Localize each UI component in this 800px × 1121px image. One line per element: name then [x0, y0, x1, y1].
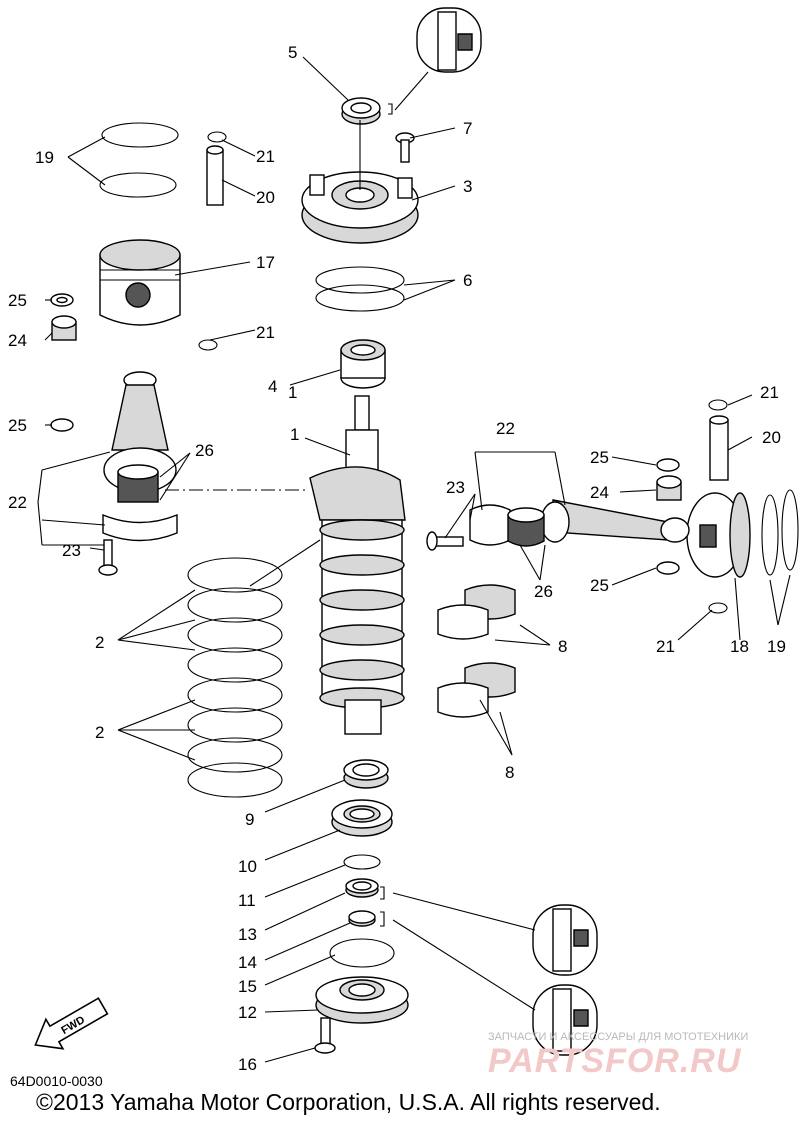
circlip-11: [343, 854, 381, 870]
callout-label: 21: [256, 323, 275, 342]
callout-label: 12: [238, 1003, 257, 1022]
copyright: ©2013 Yamaha Motor Corporation, U.S.A. A…: [36, 1089, 661, 1115]
callout-label: 20: [762, 428, 781, 447]
circlip-21-right-bottom: [708, 602, 728, 614]
watermark-caption: ЗАПЧАСТИ И АКСЕССУАРЫ ДЛЯ МОТОТЕХНИКИ: [488, 1031, 748, 1043]
bearing-26-left: [117, 464, 159, 503]
callout-label: 1: [288, 383, 297, 402]
callout-label: 18: [730, 637, 749, 656]
callout-label: 6: [463, 271, 472, 290]
connecting-rod-22-left: [102, 371, 178, 542]
bolt-7: [395, 132, 415, 163]
oil-seal-14: [348, 910, 376, 927]
circlip-21-right-top: [708, 399, 728, 411]
callout-label: 20: [256, 188, 275, 207]
bolt-16: [314, 1017, 336, 1054]
watermark-brand: PARTSFOR.RU: [488, 1042, 742, 1080]
ball-bearing-10: [331, 799, 393, 837]
bolt-23-right: [426, 531, 464, 551]
callout-label: 14: [238, 953, 257, 972]
callout-label: 10: [238, 857, 257, 876]
callout-label: 23: [62, 541, 81, 560]
callout-label: 21: [760, 383, 779, 402]
callout-label: 25: [8, 291, 27, 310]
callout-label: 7: [463, 119, 472, 138]
bolt-23-left: [98, 539, 118, 576]
piston-ring-19-right: [761, 489, 799, 576]
callout-label: 21: [656, 637, 675, 656]
needle-bearing-24-left: [51, 315, 77, 341]
o-ring-15: [329, 938, 395, 968]
connecting-rod-22-right: [469, 499, 690, 546]
washer-25-right-bottom: [656, 561, 680, 575]
callout-label: 5: [288, 43, 297, 62]
callout-label: 24: [590, 483, 609, 502]
callout-label: 23: [446, 478, 465, 497]
upper-bearing-housing-3: [301, 120, 419, 244]
callout-label: 2: [95, 633, 104, 652]
callout-label: 19: [767, 637, 786, 656]
piston-18: [686, 492, 751, 578]
callout-label: 15: [238, 977, 257, 996]
callout-label: 26: [195, 441, 214, 460]
callout-label: 9: [245, 810, 254, 829]
callout-label: 21: [256, 147, 275, 166]
callout-label: 22: [8, 493, 27, 512]
washer-25-right-top: [656, 458, 680, 472]
piston-17: [99, 239, 181, 326]
crankshaft-1: [309, 395, 406, 735]
callout-label: 25: [8, 416, 27, 435]
callout-label: 24: [8, 331, 27, 350]
leader-lines: [37, 56, 791, 1063]
bearing-8: [437, 584, 516, 718]
fwd-arrow-icon: FWD: [34, 997, 109, 1050]
piston-ring-19-left: [99, 122, 179, 198]
lower-bearing-housing-12: [315, 976, 409, 1024]
callout-labels: 1 1 2 2 3 4 5 6 7 8 8 9 10 11 12 13 14 1…: [8, 43, 786, 1074]
grease-callout-icon: [380, 886, 598, 976]
callout-label: 22: [496, 419, 515, 438]
callout-label: 19: [35, 148, 54, 167]
needle-bearing-24-right: [656, 475, 682, 501]
drawing-code: 64D0010-0030: [10, 1073, 103, 1089]
callout-label: 8: [558, 637, 567, 656]
needle-bearing-4: [340, 339, 386, 389]
callout-label: 1: [290, 425, 299, 444]
callout-label: 13: [238, 925, 257, 944]
washer-25-left-bottom: [50, 418, 74, 432]
bearing-26-right: [507, 507, 545, 547]
callout-label: 11: [238, 891, 256, 910]
callout-label: 17: [256, 253, 275, 272]
callout-label: 4: [268, 377, 277, 396]
callout-label: 3: [463, 177, 472, 196]
callout-label: 26: [534, 582, 553, 601]
callout-label: 25: [590, 448, 609, 467]
callout-label: 16: [238, 1055, 257, 1074]
oil-seal-5: [341, 97, 381, 125]
piston-pin-20-right: [709, 415, 729, 481]
callout-label: 2: [95, 723, 104, 742]
piston-pin-20-left: [206, 145, 224, 206]
grease-callout-icon: [388, 7, 482, 115]
piston-ring-6: [315, 266, 405, 312]
washer-25-left-top: [50, 293, 74, 307]
callout-label: 25: [590, 576, 609, 595]
main-bearing-2: [187, 557, 283, 798]
oil-seal-9: [343, 759, 389, 789]
oil-seal-13: [345, 878, 379, 898]
circlip-21-left-bottom: [198, 339, 218, 351]
callout-label: 8: [505, 763, 514, 782]
grease-callout-icon: [380, 911, 598, 1056]
circlip-21-left-top: [207, 131, 227, 143]
